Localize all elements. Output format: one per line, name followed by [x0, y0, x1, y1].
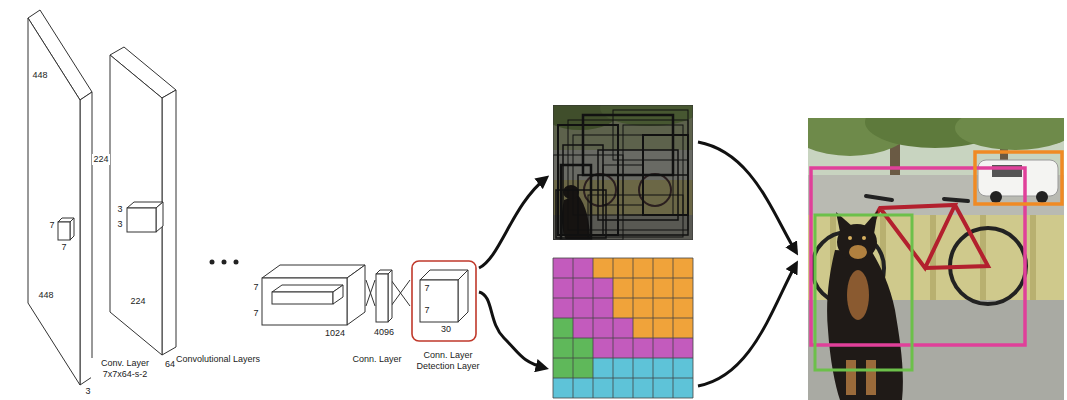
conv-block — [262, 265, 365, 325]
detection-photo — [866, 360, 876, 395]
layer-label: Convolutional Layers — [175, 354, 261, 365]
detection-photo — [1030, 215, 1036, 300]
dimension-label: 224 — [92, 154, 109, 165]
conv-block — [272, 292, 333, 304]
dimension-label: 448 — [37, 290, 54, 301]
dimension-label: 30 — [440, 324, 452, 335]
dimension-label: 7 — [60, 242, 67, 253]
detection-photo — [862, 236, 866, 240]
dimension-label: 3 — [116, 204, 123, 215]
input-slab — [28, 10, 92, 385]
fc-bar — [376, 274, 388, 322]
class-map-grid — [553, 318, 573, 338]
dimension-label: 224 — [129, 296, 146, 307]
detection-photo — [955, 118, 1064, 150]
layer-label: Conn. Layer — [351, 354, 402, 365]
fc-connection — [366, 280, 375, 306]
input-slab — [28, 18, 80, 385]
class-map-grid — [553, 258, 693, 398]
fc-bar — [376, 270, 392, 322]
detection-photo — [815, 215, 912, 370]
dimension-label: 448 — [31, 70, 48, 81]
fc-connection — [391, 280, 410, 306]
highlight-frame — [412, 261, 476, 341]
bounding-box-photo — [603, 165, 643, 205]
conv-slab — [110, 55, 162, 355]
class-map-grid — [593, 258, 693, 278]
detection-photo — [847, 270, 869, 320]
bounding-box-photo — [568, 120, 688, 230]
detection-photo — [808, 118, 1064, 400]
detection-photo — [848, 236, 852, 240]
layer-label: Conv. Layer 7x7x64-s-2 — [91, 358, 159, 380]
dimension-label: 7 — [423, 305, 430, 316]
bounding-box-photo — [553, 105, 693, 240]
class-map-grid — [633, 318, 693, 338]
class-map-grid — [553, 378, 693, 398]
kernel-prism — [127, 202, 163, 232]
layer-label: Conn. Layer Detection Layer — [407, 350, 489, 372]
detection-photo — [990, 191, 1002, 203]
class-map-grid — [553, 278, 613, 298]
detection-photo — [978, 160, 1058, 196]
detection-photo — [811, 168, 1025, 345]
bounding-box-photo — [588, 195, 683, 237]
bounding-box-photo — [553, 105, 693, 240]
detection-cube — [458, 270, 468, 322]
bounding-box-photo — [553, 105, 693, 240]
ellipsis-dots — [210, 260, 239, 265]
bounding-box-photo — [623, 125, 683, 215]
bounding-box-photo — [561, 165, 591, 240]
dimension-label: 1024 — [324, 328, 346, 339]
kernel-prism — [156, 202, 163, 232]
conv-block — [272, 285, 343, 292]
class-map-grid — [573, 318, 633, 338]
bounding-box-photo — [556, 190, 606, 238]
input-slab — [80, 92, 92, 385]
ellipsis-dots — [222, 260, 227, 265]
dimension-label: 4096 — [373, 327, 395, 338]
bounding-box-photo — [553, 105, 693, 240]
detection-photo — [827, 250, 903, 400]
kernel-prism — [127, 208, 156, 232]
conv-block — [262, 278, 347, 325]
kernel-cube — [58, 218, 74, 240]
detection-photo — [846, 360, 856, 395]
dimension-label: 3 — [116, 219, 123, 230]
detection-cube — [420, 270, 468, 322]
class-map-grid — [593, 358, 693, 378]
kernel-cube — [70, 218, 74, 240]
dimension-label: 7 — [252, 282, 259, 293]
fc-bar — [388, 270, 392, 322]
ellipsis-dots — [210, 260, 215, 265]
conv-slab — [162, 90, 176, 355]
detection-photo — [1036, 191, 1048, 203]
conv-block — [347, 265, 365, 325]
flow-arrow — [698, 142, 796, 252]
detection-photo — [866, 196, 968, 201]
conv-slab — [110, 47, 176, 355]
detection-photo — [808, 118, 1064, 400]
flow-arrow — [698, 264, 796, 386]
dimension-label: 7 — [423, 283, 430, 294]
ellipsis-dots — [234, 260, 239, 265]
flow-arrow — [479, 178, 546, 268]
detection-photo — [849, 245, 867, 259]
bounding-box-photo — [553, 110, 688, 240]
bounding-box-photo — [583, 115, 673, 175]
detection-cube — [420, 280, 458, 322]
dimension-label: 3 — [84, 386, 91, 397]
detection-photo — [975, 152, 1062, 204]
class-map-grid — [553, 298, 613, 318]
kernel-cube — [58, 222, 70, 240]
dimension-label: 7 — [252, 308, 259, 319]
conv-block — [333, 285, 343, 304]
bounding-box-photo — [643, 135, 688, 215]
class-map-grid — [593, 338, 693, 358]
dimension-label: 7 — [48, 220, 55, 231]
class-map-grid — [553, 258, 693, 398]
